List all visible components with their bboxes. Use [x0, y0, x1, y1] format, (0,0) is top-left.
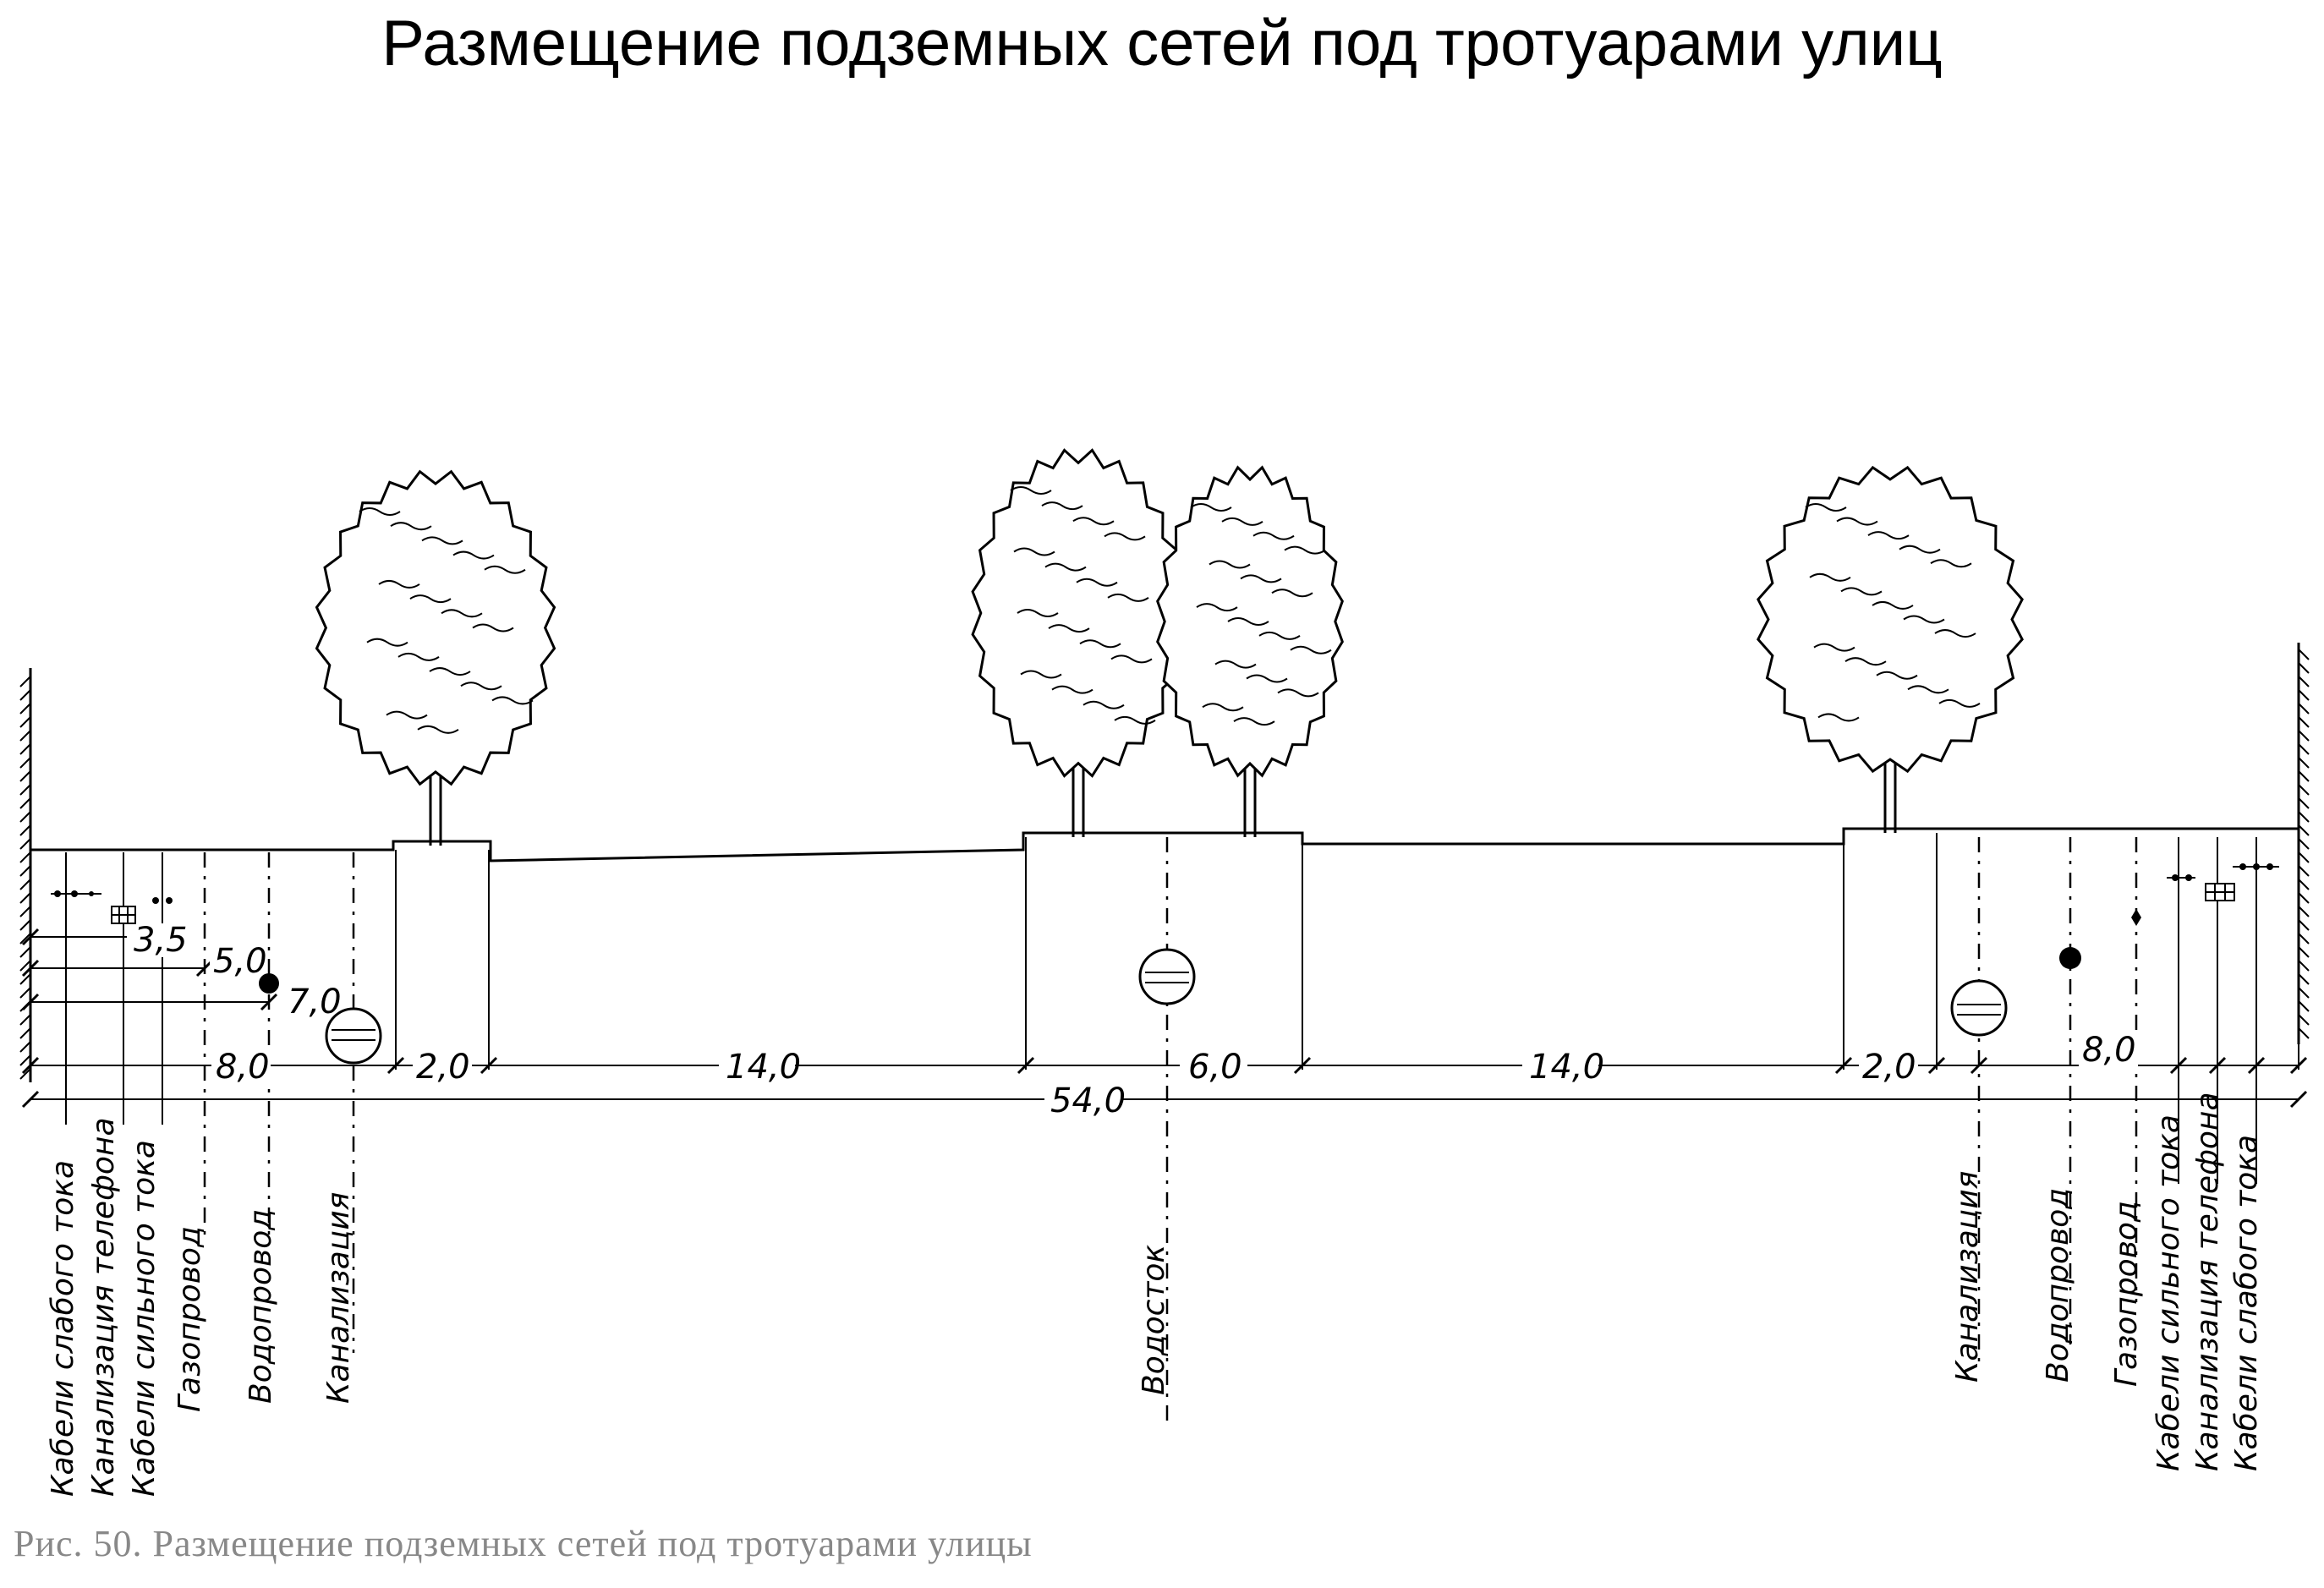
tree: [1757, 465, 2024, 833]
sewer-pipe-right: [1950, 979, 2008, 1037]
label-left-strong-cable: Кабели сильного тока: [127, 1140, 162, 1497]
ground-surface: [30, 827, 2299, 862]
dim-left-total: 8,0: [216, 1048, 270, 1087]
label-right-sewer: Канализация: [1950, 1171, 1985, 1383]
label-left-water: Водопровод: [244, 1209, 278, 1404]
label-right-strong-cable: Кабели сильного тока: [2151, 1114, 2186, 1471]
label-right-weak-cable: Кабели слабого тока: [2229, 1135, 2264, 1471]
label-left-phone-duct: Канализация телефона: [86, 1117, 121, 1497]
label-right-water: Водопровод: [2041, 1188, 2075, 1383]
water-pipe-right: [2059, 947, 2081, 969]
labels-right: Канализация Водопровод Газопровод Кабели…: [1950, 1092, 2264, 1471]
labels-left: Кабели слабого тока Канализация телефона…: [46, 1117, 356, 1497]
label-right-gas: Газопровод: [2109, 1201, 2144, 1387]
right-building-wall: [2297, 643, 2310, 1044]
figure-caption: Рис. 50. Размещение подземных сетей под …: [14, 1523, 1033, 1564]
tree: [1156, 465, 1344, 837]
trees: [315, 448, 2024, 846]
gas-pipe-right: [2131, 909, 2141, 926]
dim-overall: 54,0: [1050, 1081, 1126, 1120]
label-left-weak-cable: Кабели слабого тока: [46, 1160, 80, 1497]
weak-cable-symbol-left: [51, 890, 101, 897]
dim-left-water: 5,0: [213, 942, 267, 981]
zone-boundaries: [395, 833, 2299, 1070]
dim-green-right: 2,0: [1862, 1048, 1916, 1087]
strong-cable-symbol-left: [152, 897, 173, 904]
sewer-pipe-left: [325, 1007, 382, 1065]
tree: [971, 448, 1186, 837]
dim-right-total: 8,0: [2082, 1031, 2136, 1070]
weak-cable-symbol-right: [2233, 863, 2279, 870]
label-left-sewer: Канализация: [321, 1192, 356, 1404]
dim-road-left: 14,0: [726, 1048, 801, 1087]
drain-pipe-center: [1138, 948, 1196, 1005]
page-title: Размещение подземных сетей под тротуарам…: [381, 8, 1943, 79]
dim-left-gas: 3,5: [134, 921, 188, 960]
telephone-duct-symbol-left: [111, 906, 136, 924]
water-pipe-left: [259, 973, 279, 994]
tree: [315, 469, 556, 846]
label-right-phone-duct: Канализация телефона: [2190, 1092, 2225, 1471]
telephone-duct-symbol-right: [2205, 883, 2235, 901]
strong-cable-symbol-right: [2167, 874, 2195, 881]
dim-left-sewer: 7,0: [288, 983, 342, 1021]
label-center-drain: Водосток: [1137, 1245, 1171, 1395]
left-building-wall: [19, 668, 32, 1082]
label-left-gas: Газопровод: [173, 1226, 207, 1412]
network-axes-left: [65, 852, 355, 1353]
dim-road-right: 14,0: [1529, 1048, 1604, 1087]
network-symbols-left: [51, 890, 382, 1065]
left-offset-dimensions: [30, 936, 2299, 1100]
dimension-labels: 3,5 5,0 7,0 8,0 2,0 14,0 6,0 14,0 2,0 8,…: [127, 921, 2138, 1120]
dim-median: 6,0: [1188, 1048, 1242, 1087]
dim-green-left: 2,0: [416, 1048, 470, 1087]
network-symbols-right: [1950, 863, 2279, 1037]
